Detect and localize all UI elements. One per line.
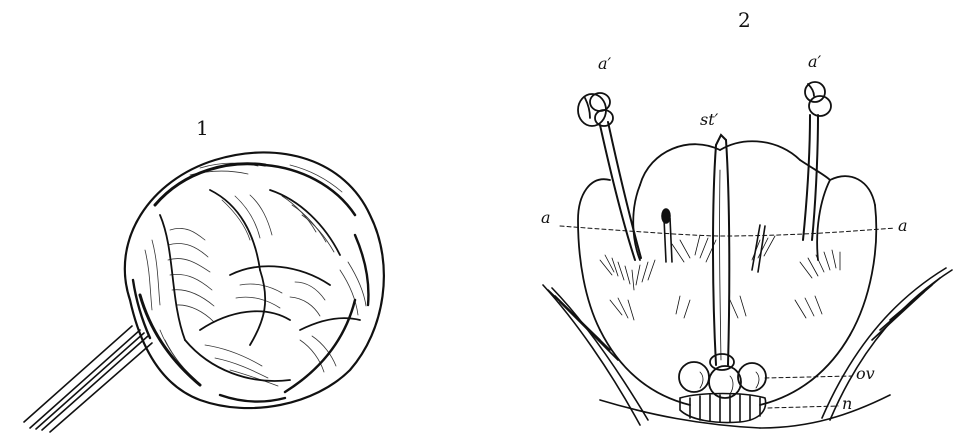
bud-outline (125, 152, 384, 408)
line-a-a (560, 226, 895, 236)
figure-2-flower-section (543, 82, 952, 428)
label-nectary: n (842, 394, 852, 413)
label-line-left: a (541, 208, 551, 227)
line-ov (765, 376, 852, 378)
stamen-left (578, 93, 641, 260)
label-ovary: ov (856, 364, 875, 383)
bud-stem (24, 326, 152, 432)
label-stigma: st′ (700, 110, 718, 129)
label-line-right: a (898, 216, 908, 235)
label-anther-right: a′ (808, 52, 821, 71)
sepals (543, 268, 952, 428)
ovary (679, 354, 766, 398)
bud-veins (145, 163, 366, 386)
figure-1-number: 1 (196, 116, 209, 140)
figure-2-number: 2 (738, 8, 751, 32)
style (713, 135, 729, 365)
stamen-right (803, 82, 831, 240)
anther-right (805, 82, 831, 116)
leader-lines (560, 226, 895, 408)
figure-1-flower-bud (24, 152, 384, 432)
label-anther-left: a′ (598, 54, 611, 73)
